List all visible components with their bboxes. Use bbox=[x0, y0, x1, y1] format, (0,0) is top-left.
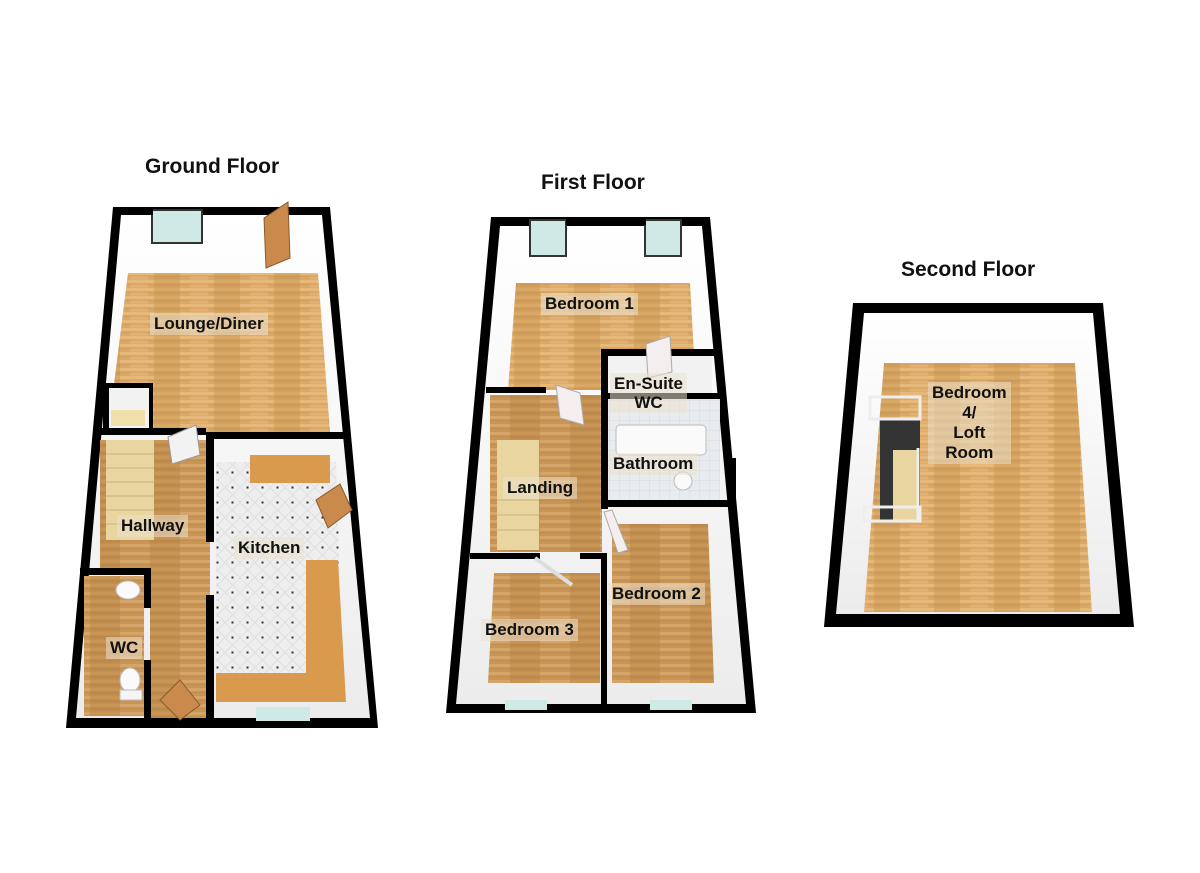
lounge-diner-floor bbox=[108, 273, 330, 432]
loft-label-line-1: Bedroom bbox=[932, 383, 1007, 402]
bedroom1-window-right bbox=[644, 219, 682, 257]
bedroom2-window bbox=[650, 700, 692, 710]
ensuite-door bbox=[645, 335, 673, 379]
room-label-landing: Landing bbox=[503, 477, 578, 499]
bedroom4-floor bbox=[864, 363, 1092, 612]
hallway-door bbox=[167, 424, 201, 465]
room-label-bedroom-4-loft: Bedroom 4/ Loft Room bbox=[928, 382, 1011, 464]
room-label-ensuite-wc: En-Suite WC bbox=[610, 373, 687, 413]
ensuite-label-line-2: WC bbox=[634, 393, 663, 412]
ground-floor-title: Ground Floor bbox=[145, 155, 280, 178]
wc-basin bbox=[115, 580, 141, 600]
bedroom1-window-left bbox=[529, 219, 567, 257]
kitchen-worktop-l bbox=[216, 560, 346, 702]
kitchen-back-door bbox=[315, 483, 353, 529]
bedroom3-door bbox=[533, 556, 574, 587]
ensuite-label-line-1: En-Suite bbox=[614, 374, 683, 393]
hallway-front-door bbox=[159, 679, 201, 721]
bedroom1-door bbox=[555, 384, 585, 426]
loft-balustrade-top bbox=[868, 395, 922, 421]
room-label-bedroom-1: Bedroom 1 bbox=[541, 293, 638, 315]
loft-stairs bbox=[893, 450, 917, 520]
room-label-wc: WC bbox=[106, 637, 143, 659]
loft-label-line-3: Loft bbox=[953, 423, 986, 442]
bedroom2-door bbox=[603, 509, 629, 554]
kitchen-window bbox=[256, 707, 310, 721]
front-door bbox=[263, 201, 291, 269]
first-floor-title: First Floor bbox=[541, 171, 645, 194]
room-label-lounge-diner: Lounge/Diner bbox=[150, 313, 268, 335]
second-floor-title: Second Floor bbox=[901, 258, 1036, 281]
room-label-bedroom-3: Bedroom 3 bbox=[481, 619, 578, 641]
lounge-window bbox=[151, 209, 203, 244]
ground-floor-plan bbox=[66, 201, 378, 728]
loft-balustrade-bottom bbox=[862, 505, 922, 523]
bathtub bbox=[615, 424, 707, 456]
room-label-bathroom: Bathroom bbox=[609, 453, 698, 475]
wc-toilet bbox=[119, 667, 141, 693]
room-label-hallway: Hallway bbox=[117, 515, 189, 537]
second-floor-plan bbox=[824, 303, 1134, 627]
room-label-bedroom-2: Bedroom 2 bbox=[608, 583, 705, 605]
loft-label-line-4: Room bbox=[945, 443, 994, 462]
kitchen-worktop-top bbox=[250, 455, 330, 483]
loft-label-line-2: 4/ bbox=[962, 403, 977, 422]
room-label-kitchen: Kitchen bbox=[234, 537, 305, 559]
bedroom3-window bbox=[505, 700, 547, 710]
